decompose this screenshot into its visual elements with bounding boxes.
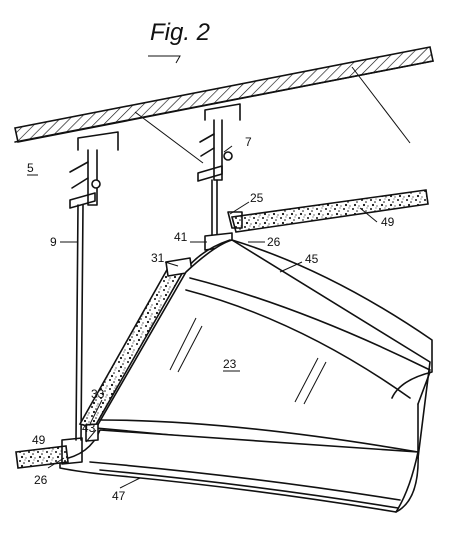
right-hanger-bracket xyxy=(204,103,241,121)
right-hanger xyxy=(197,103,241,237)
ceiling-slab xyxy=(14,46,434,143)
panel-edge-line-1 xyxy=(189,277,431,371)
panel-shine-1 xyxy=(169,317,197,371)
panel-edge-line-2 xyxy=(185,289,411,399)
gutter-line-1 xyxy=(89,461,401,501)
left-hanger-bolt xyxy=(91,179,101,189)
left-hanger-rod-a xyxy=(75,204,79,441)
left-hanger xyxy=(69,131,119,441)
panel-face xyxy=(95,239,431,459)
panel-right-edge xyxy=(417,371,431,405)
left-hanger-spring xyxy=(69,161,89,189)
leader-33 xyxy=(89,399,103,425)
guide-line-right xyxy=(351,66,411,144)
left-hanger-bracket xyxy=(77,131,119,151)
lower-beam-body xyxy=(15,445,69,469)
label-5: 5 xyxy=(27,161,34,175)
reference-numbers: 5 7 9 25 26 49 41 45 31 23 33 43 49 26 4… xyxy=(27,135,395,503)
label-43: 43 xyxy=(82,421,96,435)
left-hanger-rod-b xyxy=(80,204,84,441)
title-underline xyxy=(148,55,181,64)
gutter-end xyxy=(395,451,419,513)
right-hanger-plate xyxy=(213,119,223,181)
upper-beam xyxy=(227,189,429,233)
label-47: 47 xyxy=(112,489,126,503)
label-41: 41 xyxy=(174,230,188,244)
leader-45 xyxy=(279,261,303,273)
lower-gutter xyxy=(59,429,419,513)
leader-lines xyxy=(47,145,378,489)
leader-7 xyxy=(223,145,233,153)
right-hanger-spring xyxy=(199,133,215,157)
clip-33-block xyxy=(85,423,99,442)
left-hanger-clip xyxy=(69,192,96,209)
upper-beam-body xyxy=(230,189,429,233)
label-7: 7 xyxy=(245,135,252,149)
label-26-upper: 26 xyxy=(267,235,281,249)
label-45: 45 xyxy=(305,252,319,266)
leader-26-lower xyxy=(47,457,65,469)
leader-43 xyxy=(85,429,97,443)
label-25: 25 xyxy=(250,191,264,205)
label-31: 31 xyxy=(151,251,165,265)
guide-line-left xyxy=(134,111,204,164)
leader-25 xyxy=(229,201,250,215)
curved-panel xyxy=(95,239,433,459)
ceiling-hatch xyxy=(14,46,434,143)
leader-31 xyxy=(164,261,179,267)
ceiling-underside xyxy=(14,60,434,143)
leader-49-upper xyxy=(359,207,378,223)
lower-beam-clip xyxy=(61,437,83,465)
leader-47 xyxy=(119,477,141,489)
figure-title-text: Fig. 2 xyxy=(150,19,210,46)
panel-shine-3 xyxy=(294,357,319,403)
figure-title: Fig. 2 xyxy=(148,19,210,64)
label-26-lower: 26 xyxy=(34,473,48,487)
label-9: 9 xyxy=(50,235,57,249)
gutter-body xyxy=(59,429,419,513)
right-hanger-bolt xyxy=(223,151,233,161)
right-hanger-clip xyxy=(197,165,223,182)
label-49-lower: 49 xyxy=(32,433,46,447)
panel-shine-4 xyxy=(303,361,327,405)
perspective-lines xyxy=(134,66,411,164)
panel-shine-2 xyxy=(177,325,203,373)
upper-beam-clip xyxy=(227,211,243,229)
lower-beam xyxy=(15,423,99,469)
label-33: 33 xyxy=(91,387,105,401)
panel-roll-top xyxy=(231,239,433,399)
label-23: 23 xyxy=(223,357,237,371)
label-49-upper: 49 xyxy=(381,215,395,229)
gutter-line-2 xyxy=(99,469,399,509)
panel-lower-edge xyxy=(99,403,419,453)
